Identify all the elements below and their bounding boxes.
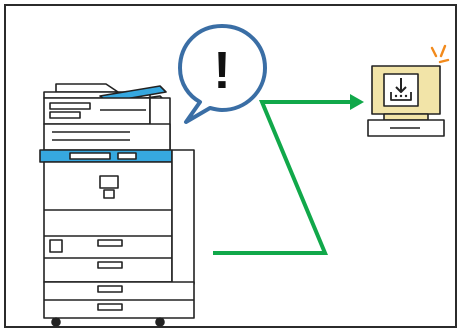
computer-notification-icon [368,46,448,136]
multifunction-printer-icon [40,84,194,326]
alert-symbol: ! [213,42,230,100]
speech-bubble-alert-icon: ! [180,26,265,122]
arrow-head-icon [350,94,364,110]
connection-line [213,94,364,253]
notification-marks-icon [432,46,448,62]
